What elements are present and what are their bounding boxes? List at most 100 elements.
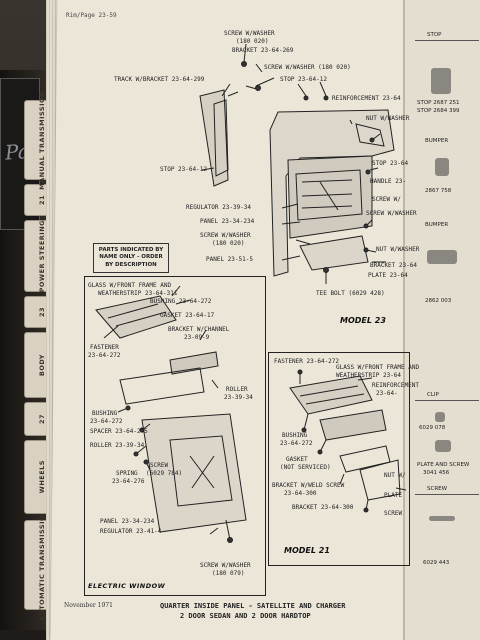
label-panel-e: PANEL 23-34-234 — [100, 518, 155, 525]
screw-title: SCREW — [427, 486, 448, 492]
label-fastener-21: FASTENER 23-64-272 — [274, 358, 340, 365]
label-nut-r2: NUT W/WASHER — [376, 246, 420, 253]
label-handle: HANDLE 23- — [370, 178, 407, 185]
bumper-title: BUMPER — [425, 138, 449, 144]
label-bracket-r: BRACKET 23-64 — [370, 262, 417, 269]
label-plate-21: PLATE — [384, 492, 403, 499]
label-stop-12b: STOP 23-64-12 — [160, 166, 207, 173]
label-gasket-21-note: (NOT SERVICED) — [280, 464, 331, 471]
bumper-pn: 2867 758 — [425, 188, 452, 194]
label-bracket-269: BRACKET 23-64-269 — [232, 47, 294, 54]
label-screw-r2: SCREW W/WASHER — [366, 210, 417, 217]
page-header: Rim/Page 23-59 — [66, 12, 117, 19]
label-reinforcement: REINFORCEMENT 23-64 — [332, 95, 401, 102]
label-screw-washer-top-pn: (180 020) — [236, 38, 269, 45]
label-gasket-17: GASKET 23-64-17 — [160, 312, 215, 319]
reinforcement-shape — [355, 123, 385, 147]
glass-lines — [107, 303, 167, 327]
label-regulator: REGULATOR 23-39-34 — [186, 204, 252, 211]
label-weatherstrip-21: WEATHERSTRIP 23-64 — [336, 372, 402, 379]
electric-panel-shape — [141, 413, 247, 533]
label-reinforcement-21-pn: 23-64- — [376, 390, 398, 397]
label-track-bracket: TRACK W/BRACKET 23-64-299 — [114, 76, 205, 83]
label-screw-washer-mid: SCREW W/WASHER (180 020) — [264, 64, 351, 71]
label-plate: PLATE 23-64 — [368, 272, 408, 279]
label-screw-washer-top: SCREW W/WASHER — [224, 30, 275, 37]
electric-window-box — [84, 276, 266, 596]
model-23-title: MODEL 23 — [340, 316, 386, 325]
label-roller-r-pn: 23-39-34 — [224, 394, 253, 401]
bracket-lines — [227, 63, 263, 97]
label-bushing-l-pn: 23-64-272 — [90, 418, 123, 425]
label-fastener-l-pn: 23-64-272 — [88, 352, 121, 359]
label-fastener-l: FASTENER — [90, 344, 119, 351]
label-screw-784: SCREW — [150, 462, 169, 469]
bumper2-title: BUMPER — [425, 222, 449, 228]
clip-section — [415, 400, 479, 401]
stop-title: STOP — [427, 32, 442, 38]
plate-screw-part-image — [435, 440, 451, 452]
label-spring-pn: 23-64-276 — [112, 478, 145, 485]
label-glass-21: GLASS W/FRONT FRAME AND — [336, 364, 420, 371]
parts-note: PARTS INDICATED BY NAME ONLY - ORDER BY … — [93, 243, 169, 274]
stop-pn1: STOP 2687 251 — [417, 100, 460, 106]
screw-part-image — [429, 516, 455, 521]
regulator-arm — [319, 181, 339, 211]
label-screw-21: SCREW — [384, 510, 403, 517]
track-bracket-shape — [199, 89, 229, 187]
lower-panel-shape — [299, 235, 369, 271]
label-bracket-weld-pn: 23-64-300 — [284, 490, 317, 497]
regulator-cross — [189, 455, 215, 489]
label-stop-212: STOP 23-64-12 — [280, 76, 327, 83]
label-gasket-21: GASKET — [286, 456, 308, 463]
label-spacer: SPACER 23-64-275 — [90, 428, 148, 435]
footer-title: QUARTER INSIDE PANEL - SATELLITE AND CHA… — [160, 602, 346, 610]
label-spring: SPRING — [116, 470, 138, 477]
track-inner — [213, 99, 229, 177]
model21-glass-lines — [299, 385, 365, 405]
roller-track-shape — [119, 367, 205, 405]
label-panel-515: PANEL 23-51-5 — [206, 256, 253, 263]
label-bracket-channel-pn: 23-09-9 — [184, 334, 210, 341]
label-bracket-weld: BRACKET W/WELD SCREW — [272, 482, 345, 489]
electric-window-title: ELECTRIC WINDOW — [88, 582, 166, 590]
plate-screw-title: PLATE AND SCREW — [417, 462, 470, 468]
page-date: November 1971 — [64, 602, 113, 609]
model21-bracket-shape — [319, 409, 387, 441]
label-panel-234: PANEL 23-34-234 — [200, 218, 255, 225]
label-bushing-272: BUSHING 23-64-272 — [150, 298, 212, 305]
electric-regulator-shape — [169, 435, 233, 507]
label-weatherstrip: WEATHERSTRIP 23-64-311 — [98, 290, 178, 297]
plate-screw-pn: 3041 456 — [423, 470, 450, 476]
facing-page: STOP STOP 2687 251 STOP 2684 399 BUMPER … — [403, 0, 480, 640]
label-glass-front: GLASS W/FRONT FRAME AND — [88, 282, 172, 289]
label-nut-21: NUT W/ — [384, 472, 406, 479]
label-bracket-channel: BRACKET W/CHANNEL — [168, 326, 230, 333]
model-21-box — [268, 352, 410, 566]
label-screw-washer-b-pn: (180 020) — [212, 240, 245, 247]
model21-glass-shape — [289, 375, 373, 415]
bumper-part-image — [435, 158, 449, 176]
screw-section — [415, 494, 479, 495]
label-bushing-21-pn: 23-64-272 — [280, 440, 313, 447]
bumper2-pn: 2862 003 — [425, 298, 452, 304]
label-stop-r: STOP 23-64 — [372, 160, 409, 167]
label-screw-784-pn: (6029 784) — [146, 470, 183, 477]
label-regulator-e: REGULATOR 23-41-4 — [100, 528, 162, 535]
bumper2-part-image — [427, 250, 457, 264]
regulator-lines — [301, 179, 353, 209]
clip-part-image — [435, 412, 445, 422]
clip-pn: 6029 078 — [419, 425, 446, 431]
label-roller-r: ROLLER — [226, 386, 248, 393]
model21-plate-shape — [359, 459, 401, 501]
screw-pn: 6029 443 — [423, 560, 450, 566]
label-bushing-l: BUSHING — [92, 410, 118, 417]
label-screw-079-pn: (180 079) — [212, 570, 245, 577]
stop-part-image — [431, 68, 451, 94]
label-screw-washer-b: SCREW W/WASHER — [200, 232, 251, 239]
model-21-title: MODEL 21 — [284, 546, 330, 555]
footer-subtitle: 2 DOOR SEDAN AND 2 DOOR HARDTOP — [180, 612, 311, 620]
stop-pn2: STOP 2684 399 — [417, 108, 460, 114]
label-bracket-300: BRACKET 23-64-300 — [292, 504, 354, 511]
